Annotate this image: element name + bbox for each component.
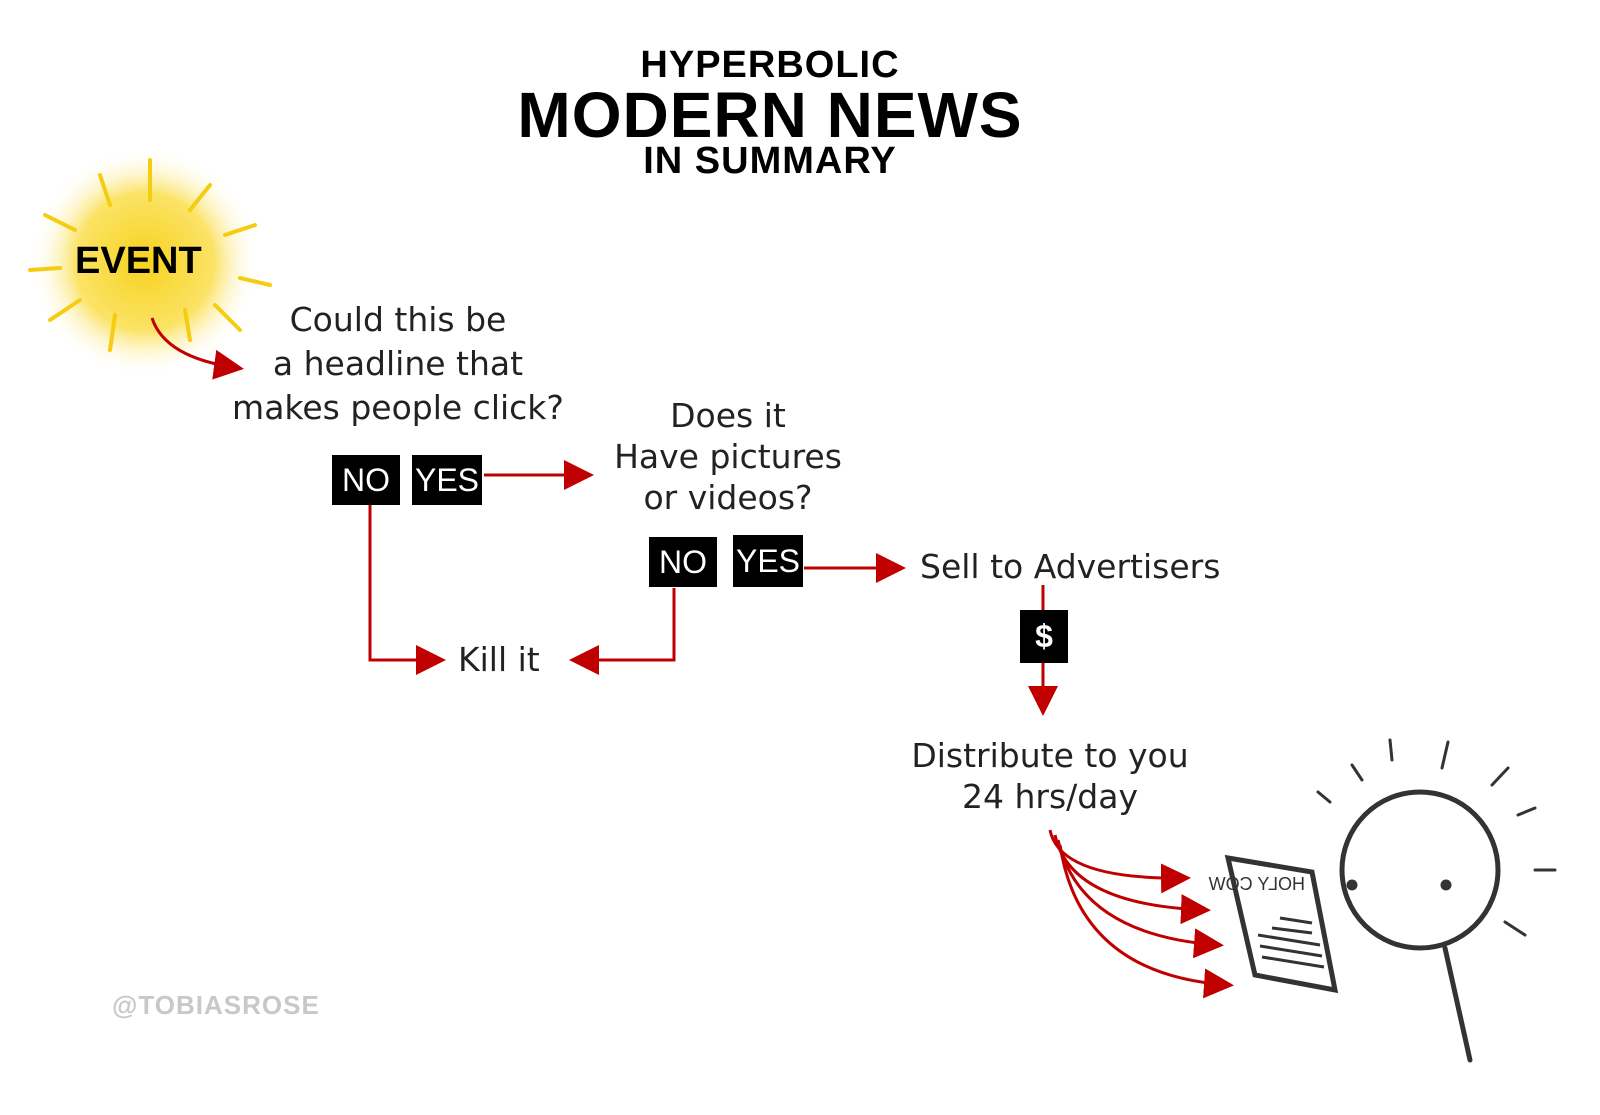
- kill-it-label: Kill it: [458, 640, 540, 679]
- question2-no-box: NO: [649, 537, 717, 587]
- question2: Does it Have pictures or videos?: [578, 395, 878, 518]
- question1-yes-box: YES: [412, 455, 482, 505]
- title-line-2: MODERN NEWS: [517, 79, 1023, 151]
- arrow-no1-to-kill: [368, 505, 446, 675]
- title-line-1: HYPERBOLIC: [640, 44, 900, 86]
- reader-face-icon: [1316, 738, 1557, 1063]
- money-box: $: [1020, 610, 1068, 663]
- arrow-distribute-1: [1048, 829, 1191, 894]
- question2-line: Does it: [670, 396, 786, 435]
- arrow-distribute-3: [1056, 839, 1224, 959]
- question1-line: makes people click?: [232, 388, 564, 427]
- question2-line: Have pictures: [614, 437, 842, 476]
- newspaper-icon: HOLY COW: [1209, 854, 1339, 994]
- question1-line: Could this be: [289, 300, 507, 339]
- distribute-label: Distribute to you 24 hrs/day: [890, 735, 1210, 817]
- watermark: @TOBIASROSE: [112, 990, 320, 1020]
- distribute-line: 24 hrs/day: [962, 777, 1138, 816]
- event-burst: [28, 147, 272, 377]
- question2-line: or videos?: [643, 478, 813, 517]
- title-line-3: IN SUMMARY: [643, 140, 897, 182]
- question2-yes-box: YES: [733, 535, 803, 587]
- sell-to-advertisers-label: Sell to Advertisers: [920, 547, 1221, 586]
- arrow-distribute-4: [1058, 844, 1234, 999]
- event-label: EVENT: [75, 240, 202, 282]
- arrow-event-to-question1: [150, 317, 244, 380]
- question1: Could this be a headline that makes peop…: [198, 298, 598, 430]
- arrow-no2-to-kill: [569, 588, 676, 675]
- question1-line: a headline that: [272, 344, 524, 383]
- question1-no-box: NO: [332, 455, 400, 505]
- distribute-line: Distribute to you: [911, 736, 1189, 775]
- newspaper-headline-mirrored: HOLY COW: [1209, 874, 1305, 894]
- flow-arrows: [150, 317, 1234, 999]
